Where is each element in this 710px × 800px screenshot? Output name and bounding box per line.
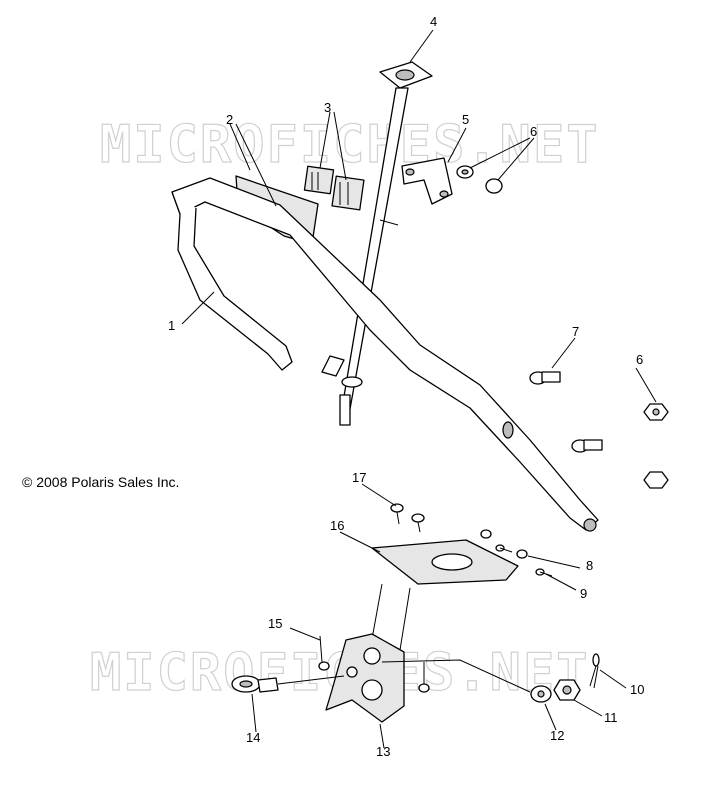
nuts-part-6-lower bbox=[643, 403, 669, 489]
callout-12: 12 bbox=[550, 728, 564, 743]
callout-17: 17 bbox=[352, 470, 366, 485]
callout-8: 8 bbox=[586, 558, 593, 573]
clips-part-3 bbox=[303, 165, 365, 211]
switch-bracket-part-5 bbox=[401, 157, 453, 205]
callout-16: 16 bbox=[330, 518, 344, 533]
callout-15: 15 bbox=[268, 616, 282, 631]
callout-4: 4 bbox=[430, 14, 437, 29]
callout-7: 7 bbox=[572, 324, 579, 339]
handlebar-frame-part-1 bbox=[171, 177, 599, 532]
callout-6-upper: 6 bbox=[530, 124, 537, 139]
fasteners-part-8-9 bbox=[480, 529, 553, 577]
copyright-notice: © 2008 Polaris Sales Inc. bbox=[22, 474, 179, 490]
callout-10: 10 bbox=[630, 682, 644, 697]
pins-part-15 bbox=[318, 635, 430, 693]
callout-5: 5 bbox=[462, 112, 469, 127]
callout-9: 9 bbox=[580, 586, 587, 601]
watermark-top: MICROFICHES.NET bbox=[100, 115, 600, 175]
nuts-part-6-upper bbox=[456, 165, 503, 194]
callout-2: 2 bbox=[226, 112, 233, 127]
washer-nut-pin-parts-10-12 bbox=[381, 653, 600, 703]
plate-part-16 bbox=[369, 539, 519, 651]
callout-3: 3 bbox=[324, 100, 331, 115]
callout-11: 11 bbox=[604, 710, 618, 725]
screws-part-17 bbox=[390, 503, 425, 533]
leader-lines bbox=[181, 29, 657, 749]
pivot-bracket-part-13 bbox=[325, 633, 405, 723]
callout-6-lower: 6 bbox=[636, 352, 643, 367]
callout-1: 1 bbox=[168, 318, 175, 333]
eye-bolt-part-14 bbox=[231, 675, 345, 693]
callout-labels: 2 3 4 5 6 1 7 6 17 16 8 9 15 10 11 12 14… bbox=[168, 14, 644, 759]
bolts-part-7 bbox=[529, 371, 603, 453]
callout-14: 14 bbox=[246, 730, 260, 745]
callout-13: 13 bbox=[376, 744, 390, 759]
